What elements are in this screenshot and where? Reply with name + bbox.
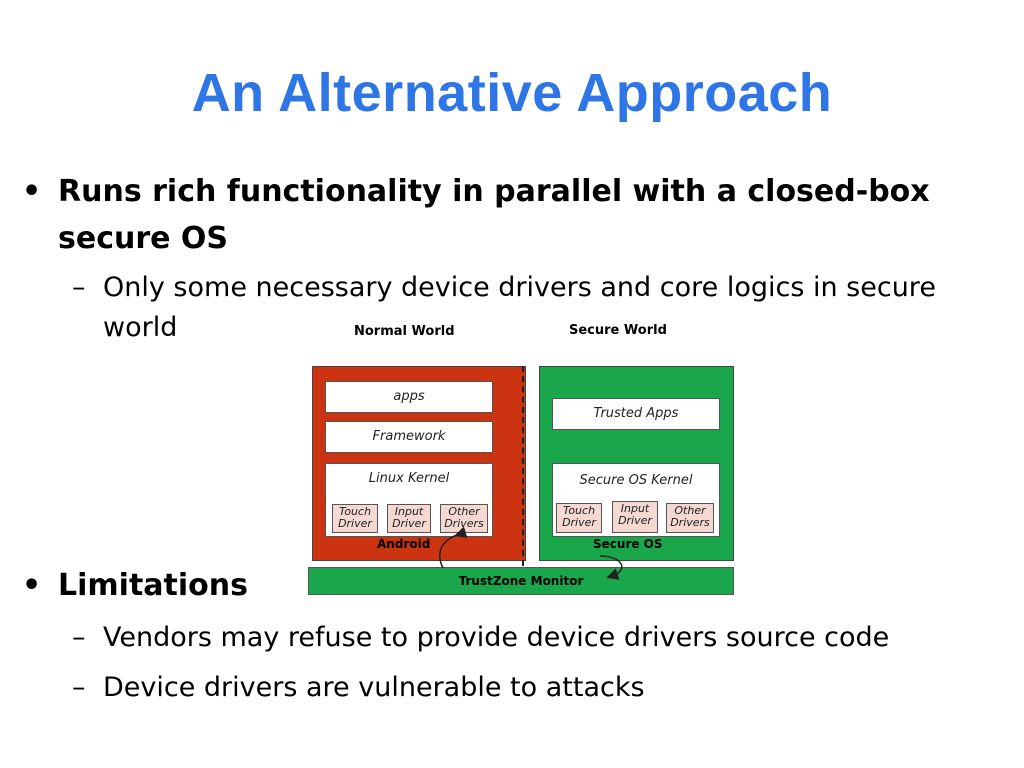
sub-bullet-marker: – xyxy=(72,672,86,703)
monitor-to-secure-arrow xyxy=(599,555,623,580)
slide-title: An Alternative Approach xyxy=(191,63,833,123)
secure-os-kernel-label: Secure OS Kernel xyxy=(579,473,693,488)
bullet-2-text: Limitations xyxy=(58,568,248,603)
bullet-1: • Runs rich functionality in parallel wi… xyxy=(22,168,1012,262)
trustzone-monitor-box: TrustZone Monitor xyxy=(308,567,734,595)
linux-kernel-label: Linux Kernel xyxy=(368,471,450,486)
sub-bullet-marker: – xyxy=(72,622,86,653)
world-divider xyxy=(522,366,524,566)
touch-driver-box: Touch Driver xyxy=(556,503,602,533)
normal-world-box: apps Framework Linux Kernel Touch Driver… xyxy=(312,366,526,561)
trusted-apps-box: Trusted Apps xyxy=(552,398,720,430)
normal-world-label: Normal World xyxy=(354,324,455,339)
trustzone-diagram: Normal World Secure World apps Framework… xyxy=(300,318,750,600)
connector-arrows xyxy=(439,526,623,580)
android-label: Android xyxy=(377,537,431,551)
input-driver-box: Input Driver xyxy=(612,501,658,533)
secure-world-label: Secure World xyxy=(569,323,667,338)
sub-bullet-2-2: – Device drivers are vulnerable to attac… xyxy=(72,668,1002,708)
secure-world-box: Trusted Apps Secure OS Kernel Touch Driv… xyxy=(539,366,734,561)
sub-bullet-2-1: – Vendors may refuse to provide device d… xyxy=(72,618,1002,658)
bullet-2: • Limitations xyxy=(22,562,322,609)
driver-to-monitor-arrow xyxy=(439,526,468,569)
trustzone-monitor-label: TrustZone Monitor xyxy=(458,574,584,588)
bullet-marker: • xyxy=(22,568,42,603)
other-drivers-box: Other Drivers xyxy=(666,503,714,533)
apps-box: apps xyxy=(325,381,493,413)
bullet-marker: • xyxy=(22,174,42,209)
sub-bullet-1-1: – Only some necessary device drivers and… xyxy=(72,268,992,348)
bullet-1-text: Runs rich functionality in parallel with… xyxy=(58,174,930,256)
sub-bullet-2-2-text: Device drivers are vulnerable to attacks xyxy=(103,672,645,703)
sub-bullet-2-1-text: Vendors may refuse to provide device dri… xyxy=(103,622,890,653)
secure-os-label: Secure OS xyxy=(593,537,663,551)
input-driver-box: Input Driver xyxy=(387,504,431,533)
sub-bullet-1-1-text: Only some necessary device drivers and c… xyxy=(103,272,936,343)
sub-bullet-marker: – xyxy=(72,272,86,303)
touch-driver-box: Touch Driver xyxy=(332,504,378,533)
framework-box: Framework xyxy=(325,421,493,453)
